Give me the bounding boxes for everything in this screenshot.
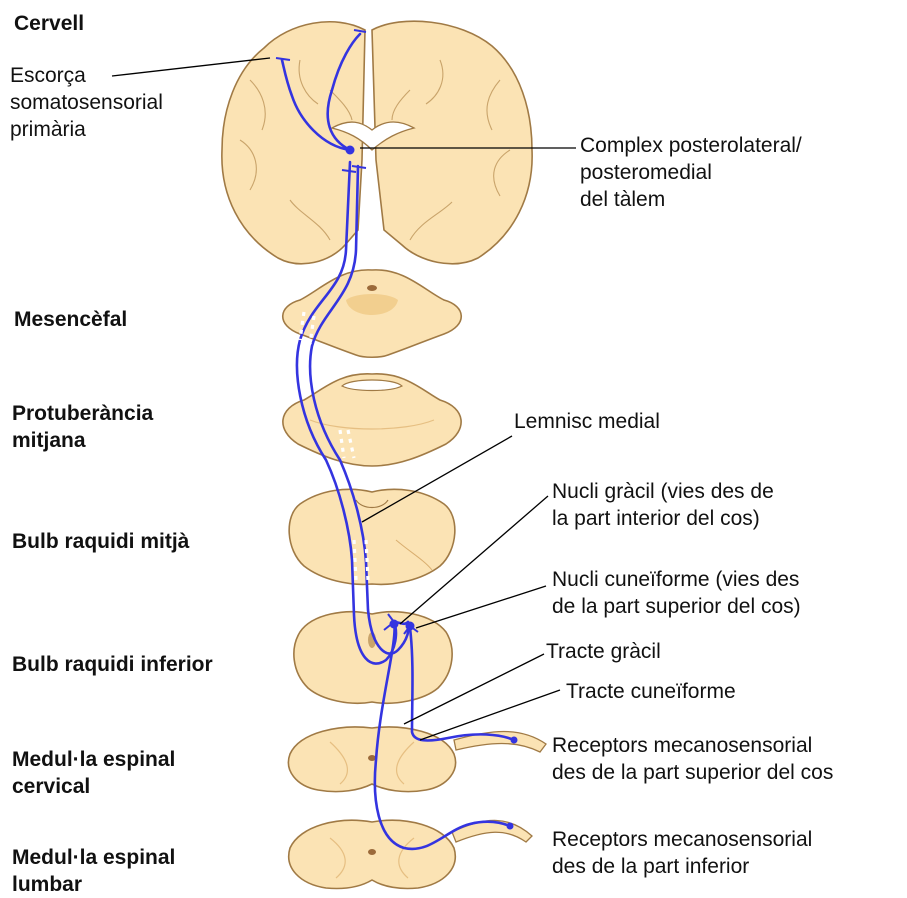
label-thalamus-line1: Complex posterolateral/ (580, 132, 802, 159)
label-medial-lemniscus: Lemnisc medial (514, 408, 660, 435)
midbrain-section (283, 270, 462, 357)
label-cortex-line2: somatosensorial (10, 89, 163, 116)
mid-medulla-section (289, 489, 455, 584)
label-lumbar-cord: Medul·la espinal lumbar (12, 844, 175, 898)
label-cortex-line1: Escorça (10, 62, 163, 89)
label-lumbar-line1: Medul·la espinal (12, 844, 175, 871)
label-cuneate-nucleus: Nucli cuneïforme (vies des de la part su… (552, 566, 801, 620)
label-gracile-nucleus: Nucli gràcil (vies des de la part interi… (552, 478, 774, 532)
label-lower-medulla: Bulb raquidi inferior (12, 651, 213, 678)
label-midbrain: Mesencèfal (14, 306, 127, 333)
label-lumbar-line2: lumbar (12, 871, 175, 898)
label-cortex: Escorça somatosensorial primària (10, 62, 163, 143)
label-receptors-lower-line2: des de la part inferior (552, 853, 812, 880)
label-cuneate-nucleus-line1: Nucli cuneïforme (vies des (552, 566, 801, 593)
label-receptors-upper-line1: Receptors mecanosensorial (552, 732, 833, 759)
lumbar-dorsal-root (452, 820, 532, 842)
label-cervical-cord: Medul·la espinal cervical (12, 746, 175, 800)
label-cervical-line2: cervical (12, 773, 175, 800)
label-gracile-tract: Tracte gràcil (546, 638, 661, 665)
label-gracile-nucleus-line1: Nucli gràcil (vies des de (552, 478, 774, 505)
label-thalamus-line2: posteromedial (580, 159, 802, 186)
label-receptors-lower: Receptors mecanosensorial des de la part… (552, 826, 812, 880)
lumbar-cord-section (289, 820, 532, 888)
label-brain: Cervell (14, 10, 84, 37)
label-mid-medulla: Bulb raquidi mitjà (12, 528, 189, 555)
right-hemisphere (372, 21, 532, 264)
lower-medulla-section (294, 612, 452, 703)
label-pons-line2: mitjana (12, 427, 153, 454)
label-thalamus: Complex posterolateral/ posteromedial de… (580, 132, 802, 213)
label-cuneate-nucleus-line2: de la part superior del cos) (552, 593, 801, 620)
label-cervical-line1: Medul·la espinal (12, 746, 175, 773)
label-pons-line1: Protuberància (12, 400, 153, 427)
label-cuneate-tract: Tracte cuneïforme (566, 678, 736, 705)
label-receptors-upper: Receptors mecanosensorial des de la part… (552, 732, 833, 786)
label-pons: Protuberància mitjana (12, 400, 153, 454)
pons-section (283, 374, 461, 466)
label-cortex-line3: primària (10, 116, 163, 143)
cuneate-nucleus-leader (416, 586, 546, 628)
label-receptors-upper-line2: des de la part superior del cos (552, 759, 833, 786)
label-receptors-lower-line1: Receptors mecanosensorial (552, 826, 812, 853)
label-thalamus-line3: del tàlem (580, 186, 802, 213)
label-gracile-nucleus-line2: la part interior del cos) (552, 505, 774, 532)
